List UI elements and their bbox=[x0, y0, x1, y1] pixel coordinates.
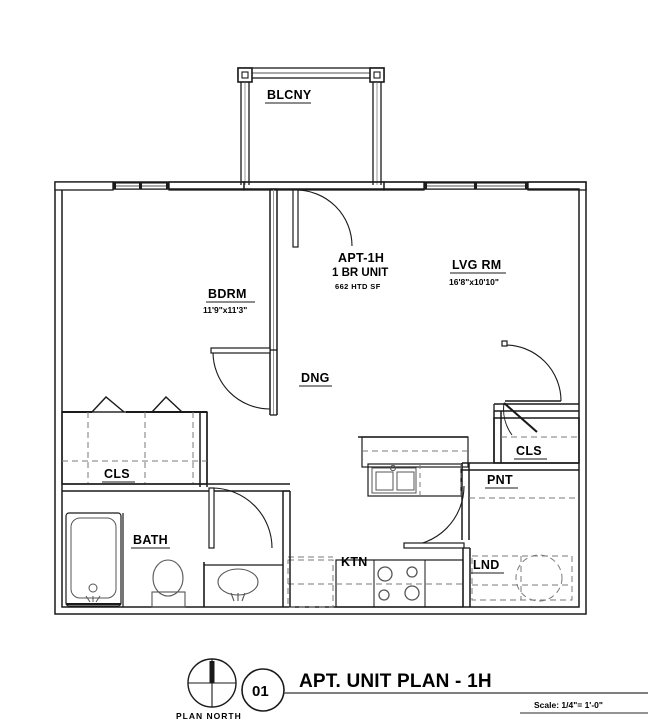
door-kitchen bbox=[403, 485, 465, 549]
lvgrm-label: LVG RM bbox=[452, 258, 501, 272]
cooktop-range-fixture bbox=[377, 566, 420, 601]
exterior-walls bbox=[54, 181, 587, 615]
bdrm-dimension: 11'9"x11'3" bbox=[203, 305, 247, 315]
room-label-bdrm: BDRM 11'9"x11'3" bbox=[203, 287, 255, 315]
bathroom-walls bbox=[207, 483, 291, 607]
door-balcony bbox=[292, 189, 353, 248]
unit-type: 1 BR UNIT bbox=[332, 267, 388, 279]
cls-bedroom-label: CLS bbox=[104, 467, 130, 481]
window-living-room bbox=[423, 182, 529, 190]
ktn-label: KTN bbox=[341, 555, 368, 569]
unit-tag: APT-1H bbox=[338, 251, 384, 265]
unit-area: 662 HTD SF bbox=[335, 282, 381, 291]
balcony-structure bbox=[237, 67, 385, 185]
dng-label: DNG bbox=[301, 371, 330, 385]
unit-identification: APT-1H 1 BR UNIT 662 HTD SF bbox=[332, 251, 388, 291]
room-label-cls-entry: CLS bbox=[514, 444, 547, 460]
detail-number: 01 bbox=[252, 683, 269, 700]
pantry-walls bbox=[461, 462, 579, 540]
closet-entry bbox=[493, 402, 580, 464]
title-block: PLAN NORTH 01 APT. UNIT PLAN - 1H Scale:… bbox=[176, 658, 648, 721]
toilet-fixture bbox=[151, 559, 186, 608]
sheet-title: APT. UNIT PLAN - 1H bbox=[299, 671, 492, 692]
room-label-cls-bedroom: CLS bbox=[102, 467, 135, 483]
door-entry bbox=[501, 340, 562, 402]
bathtub-fixture bbox=[65, 512, 122, 607]
room-label-ktn: KTN bbox=[341, 555, 368, 569]
room-label-bath: BATH bbox=[131, 533, 170, 549]
lvgrm-dimension: 16'8"x10'10" bbox=[449, 277, 499, 287]
closet-bedroom bbox=[61, 396, 290, 492]
kitchen-sink-fixture bbox=[371, 464, 417, 494]
plan-north-label: PLAN NORTH bbox=[176, 711, 242, 721]
kitchen-counter-upper bbox=[361, 436, 469, 497]
room-label-pnt: PNT bbox=[485, 473, 518, 489]
cls-entry-label: CLS bbox=[516, 444, 542, 458]
pnt-label: PNT bbox=[487, 473, 513, 487]
window-bedroom bbox=[112, 182, 170, 190]
room-label-dng: DNG bbox=[299, 371, 332, 387]
bdrm-label: BDRM bbox=[208, 287, 247, 301]
plan-north-arrow-icon bbox=[187, 658, 237, 708]
lnd-label: LND bbox=[473, 558, 500, 572]
laundry-area bbox=[462, 547, 573, 607]
sink-vanity-fixture bbox=[203, 562, 283, 607]
scale-note: Scale: 1/4"= 1'-0" bbox=[534, 700, 603, 710]
door-bedroom bbox=[210, 347, 271, 410]
door-bathroom bbox=[208, 487, 273, 549]
detail-number-bubble: 01 bbox=[241, 668, 285, 712]
bedroom-walls bbox=[269, 188, 278, 416]
room-label-blcny: BLCNY bbox=[265, 88, 312, 104]
refrigerator-alcove bbox=[287, 556, 334, 608]
room-label-lnd: LND bbox=[471, 558, 504, 574]
room-label-lvgrm: LVG RM 16'8"x10'10" bbox=[449, 258, 506, 287]
blcny-label: BLCNY bbox=[267, 88, 312, 102]
bath-label: BATH bbox=[133, 533, 168, 547]
